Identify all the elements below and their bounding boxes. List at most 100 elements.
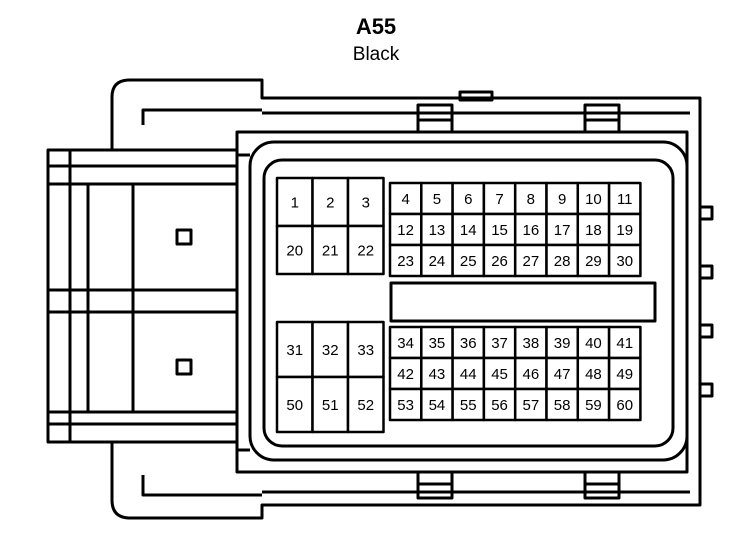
pin-label-59: 59 — [585, 397, 602, 414]
pin-label-47: 47 — [554, 366, 571, 383]
pin-label-43: 43 — [429, 366, 446, 383]
pin-label-35: 35 — [429, 335, 446, 352]
pin-cavity-58 — [545, 387, 580, 422]
pin-label-29: 29 — [585, 253, 602, 270]
pin-cavity-60 — [607, 387, 642, 422]
pin-cavity-52 — [346, 375, 385, 434]
pin-label-36: 36 — [460, 335, 477, 352]
pin-label-21: 21 — [322, 243, 339, 260]
lever-slot-bottom — [175, 358, 193, 376]
connector-title: A55 — [355, 14, 397, 39]
pin-label-38: 38 — [523, 335, 540, 352]
pin-cavity-21 — [311, 224, 350, 276]
pin-label-6: 6 — [464, 191, 472, 208]
pin-label-60: 60 — [616, 397, 633, 414]
center-divider-bar — [389, 281, 657, 323]
pin-label-19: 19 — [616, 222, 633, 239]
pin-label-50: 50 — [286, 397, 303, 414]
pin-cavity-39 — [545, 325, 580, 360]
connector-color-label: Black — [352, 44, 400, 65]
pin-label-8: 8 — [527, 191, 535, 208]
pin-cavity-27 — [513, 243, 548, 278]
pin-label-26: 26 — [491, 253, 508, 270]
pin-label-55: 55 — [460, 397, 477, 414]
pin-cavity-17 — [545, 212, 580, 247]
pin-cavity-44 — [451, 356, 486, 391]
pin-label-20: 20 — [286, 243, 303, 260]
side-bump-1 — [698, 205, 714, 221]
pin-label-25: 25 — [460, 253, 477, 270]
pin-label-41: 41 — [616, 335, 633, 352]
pin-cavity-24 — [420, 243, 454, 278]
pin-label-44: 44 — [460, 366, 477, 383]
pin-cavity-22 — [346, 224, 385, 276]
pin-cavity-57 — [513, 387, 548, 422]
pin-label-27: 27 — [523, 253, 540, 270]
side-bump-4 — [698, 382, 714, 398]
pin-block-right-bottom: 34 35 36 37 38 39 40 41 42 43 44 45 46 47 48 49 53 54 55 56… — [388, 325, 642, 422]
pin-label-58: 58 — [554, 397, 571, 414]
pin-label-18: 18 — [585, 222, 602, 239]
pin-label-2: 2 — [326, 195, 334, 212]
pin-label-3: 3 — [362, 195, 370, 212]
pin-label-48: 48 — [585, 366, 602, 383]
pin-label-10: 10 — [585, 191, 602, 208]
pin-label-14: 14 — [460, 222, 477, 239]
pin-label-45: 45 — [491, 366, 508, 383]
lever-slot-top — [175, 228, 193, 246]
pin-cavity-18 — [576, 212, 611, 247]
pin-cavity-33 — [346, 320, 385, 379]
pin-label-24: 24 — [429, 253, 446, 270]
pin-label-12: 12 — [397, 222, 414, 239]
pin-label-1: 1 — [291, 195, 299, 212]
pin-block-left-top: 1 2 3 20 21 22 — [275, 176, 385, 276]
pin-label-57: 57 — [523, 397, 540, 414]
pin-cavity-41 — [607, 325, 642, 360]
pin-cavity-2 — [311, 176, 350, 228]
pin-label-42: 42 — [397, 366, 414, 383]
pin-label-37: 37 — [491, 335, 508, 352]
pin-cavity-6 — [451, 181, 486, 216]
housing-inner — [141, 108, 262, 497]
pin-label-22: 22 — [357, 243, 374, 260]
pin-cavity-45 — [482, 356, 517, 391]
pin-label-34: 34 — [397, 335, 414, 352]
pin-label-4: 4 — [401, 191, 409, 208]
housing-outline — [110, 78, 702, 520]
side-bump-2 — [698, 264, 714, 280]
pin-label-17: 17 — [554, 222, 571, 239]
pin-label-31: 31 — [286, 342, 303, 359]
pin-cavity-50 — [275, 375, 314, 434]
top-tab-center — [458, 90, 494, 102]
pin-label-16: 16 — [523, 222, 540, 239]
pin-label-9: 9 — [558, 191, 566, 208]
pin-cavity-32 — [311, 320, 350, 379]
pin-label-54: 54 — [429, 397, 446, 414]
pin-label-53: 53 — [397, 397, 414, 414]
pin-label-32: 32 — [322, 342, 339, 359]
pin-cavity-51 — [311, 375, 350, 434]
pin-label-11: 11 — [617, 191, 633, 208]
pin-cavity-43 — [420, 356, 454, 391]
pin-cavity-48 — [576, 356, 611, 391]
pin-label-46: 46 — [523, 366, 540, 383]
pin-label-39: 39 — [554, 335, 571, 352]
side-bump-3 — [698, 323, 714, 339]
pin-cavity-49 — [607, 356, 642, 391]
pin-label-51: 51 — [322, 397, 339, 414]
pin-label-28: 28 — [554, 253, 571, 270]
pin-label-23: 23 — [397, 253, 414, 270]
pin-label-52: 52 — [357, 397, 374, 414]
pin-label-40: 40 — [585, 335, 602, 352]
pin-label-30: 30 — [616, 253, 633, 270]
pin-cavity-14 — [451, 212, 486, 247]
pin-label-15: 15 — [491, 222, 508, 239]
pin-label-5: 5 — [433, 191, 441, 208]
pin-label-49: 49 — [616, 366, 633, 383]
pin-cavity-30 — [607, 243, 642, 278]
pin-label-56: 56 — [491, 397, 508, 414]
pin-label-7: 7 — [495, 191, 503, 208]
